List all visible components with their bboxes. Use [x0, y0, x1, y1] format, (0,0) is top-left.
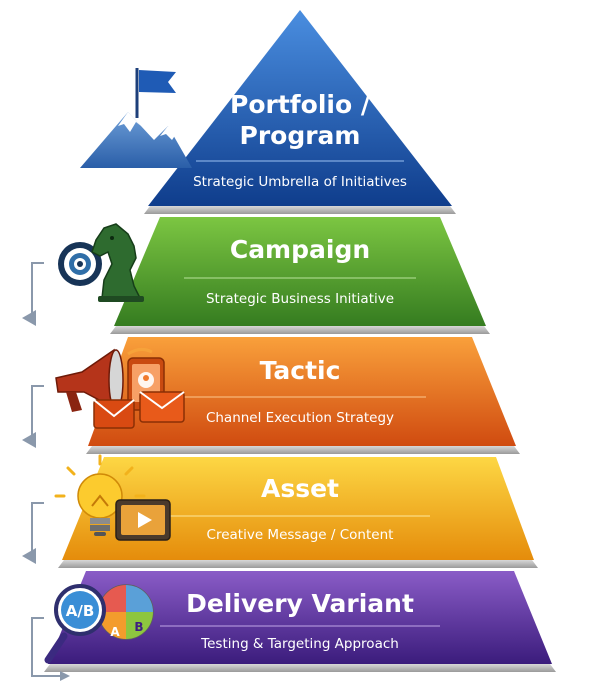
tier-portfolio-title-line2: Program	[240, 121, 361, 150]
tier-asset-subtitle: Creative Message / Content	[207, 527, 394, 543]
tier-portfolio-program: Portfolio / Program Strategic Umbrella o…	[144, 10, 456, 214]
tier-tactic: Tactic Channel Execution Strategy	[86, 337, 520, 454]
tier-delivery-subtitle: Testing & Targeting Approach	[200, 636, 399, 652]
flow-arrow-campaign	[22, 262, 44, 326]
tier-campaign-title: Campaign	[230, 235, 370, 264]
tier-delivery-shape	[48, 571, 552, 664]
tier-campaign-subtitle: Strategic Business Initiative	[206, 291, 394, 307]
tier-delivery-shadow	[44, 664, 556, 672]
ab-icon-label: A/B	[66, 602, 95, 620]
flow-arrow-delivery	[31, 617, 62, 677]
tier-asset: Asset Creative Message / Content	[58, 457, 538, 568]
tier-delivery-title: Delivery Variant	[186, 589, 414, 618]
tier-portfolio-subtitle: Strategic Umbrella of Initiatives	[193, 174, 407, 190]
tier-asset-shape	[62, 457, 534, 560]
pie-label-b: B	[134, 620, 143, 634]
megaphone-channels-icon	[55, 347, 185, 429]
flow-arrows	[22, 262, 70, 681]
flow-arrow-tactic	[22, 385, 44, 448]
mountain-flag-icon	[80, 68, 192, 168]
tier-tactic-title: Tactic	[260, 356, 341, 385]
tier-tactic-shape	[88, 337, 516, 446]
tier-portfolio-shape	[148, 10, 452, 206]
tier-tactic-shadow	[86, 446, 520, 454]
lightbulb-video-icon	[54, 454, 171, 541]
tier-portfolio-shadow	[144, 206, 456, 214]
tier-tactic-subtitle: Channel Execution Strategy	[206, 410, 394, 426]
flow-arrow-asset	[22, 502, 44, 564]
tier-portfolio-title-line1: Portfolio /	[230, 90, 371, 119]
tier-asset-title: Asset	[261, 474, 339, 503]
tier-campaign: Campaign Strategic Business Initiative	[110, 217, 490, 334]
tier-asset-shadow	[58, 560, 538, 568]
pie-label-a: A	[110, 625, 120, 639]
chess-knight-target-icon	[58, 223, 144, 302]
tier-campaign-shadow	[110, 326, 490, 334]
tier-campaign-shape	[114, 217, 486, 326]
ab-test-magnifier-icon: A B A/B	[44, 584, 154, 664]
tier-delivery-variant: Delivery Variant Testing & Targeting App…	[44, 571, 556, 672]
flow-arrow-delivery-head	[60, 671, 70, 681]
